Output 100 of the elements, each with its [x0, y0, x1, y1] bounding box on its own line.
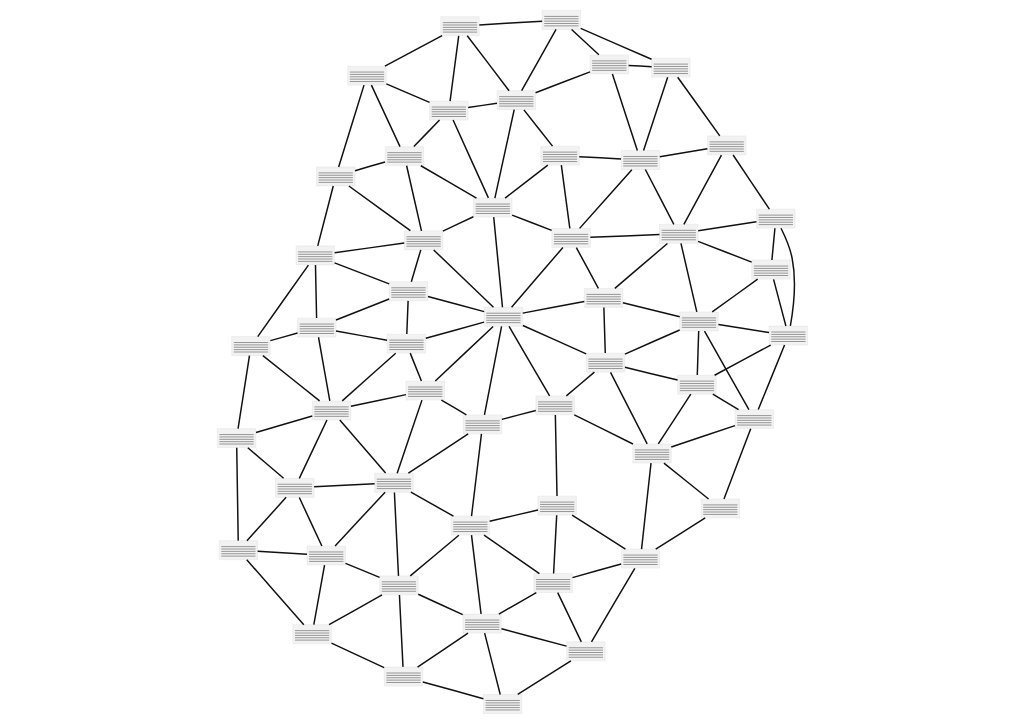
connector	[731, 154, 770, 210]
connector	[256, 550, 308, 556]
connector	[696, 330, 699, 376]
connector	[393, 491, 399, 577]
connector	[395, 399, 423, 474]
connector	[398, 594, 404, 668]
connector	[579, 27, 652, 60]
connector	[330, 642, 385, 669]
connector	[571, 563, 622, 579]
connector	[385, 83, 430, 104]
connector	[578, 168, 633, 230]
connector	[522, 109, 553, 147]
connector	[441, 216, 474, 232]
connector	[466, 102, 498, 109]
connector	[722, 427, 751, 500]
connector	[482, 534, 540, 575]
connector	[623, 366, 678, 381]
connector	[426, 295, 485, 313]
connector	[676, 76, 720, 137]
connector	[347, 185, 411, 232]
connector	[451, 119, 489, 199]
connector	[254, 415, 313, 434]
connector	[314, 264, 317, 319]
connector	[679, 242, 698, 313]
connector	[298, 419, 328, 480]
connector	[644, 168, 675, 226]
connector	[341, 352, 396, 402]
connector	[521, 300, 585, 314]
connector	[478, 20, 543, 26]
connector	[642, 76, 668, 152]
connector	[334, 330, 388, 341]
connector	[621, 301, 680, 318]
connector	[682, 154, 722, 226]
connector	[245, 559, 305, 626]
connector	[497, 591, 537, 615]
connector	[710, 278, 758, 313]
connector	[405, 165, 422, 232]
connector	[261, 354, 320, 402]
connector	[256, 264, 309, 338]
connector	[269, 332, 298, 342]
connector	[492, 216, 503, 308]
connector	[573, 414, 634, 445]
connector	[670, 424, 736, 448]
connector	[432, 249, 494, 308]
connector	[552, 514, 557, 575]
connector	[703, 330, 750, 411]
connector	[493, 108, 515, 199]
connector	[235, 446, 239, 542]
connector	[409, 491, 454, 517]
connector	[640, 462, 652, 550]
connector	[338, 419, 386, 474]
connector	[613, 242, 668, 290]
connector	[327, 594, 383, 626]
connector	[510, 246, 564, 308]
connector	[407, 433, 469, 474]
connector	[711, 393, 739, 411]
connector	[565, 371, 595, 397]
connector	[353, 161, 386, 172]
connector	[757, 344, 785, 411]
connector	[570, 514, 626, 550]
connector	[772, 278, 787, 327]
connector	[520, 28, 557, 92]
connector	[349, 393, 407, 408]
connector	[334, 298, 390, 321]
connector	[236, 354, 250, 430]
connector	[424, 321, 485, 339]
connector	[434, 325, 494, 382]
connector	[516, 660, 572, 696]
connector	[409, 352, 422, 382]
connector	[317, 336, 331, 402]
connector	[654, 517, 706, 550]
connector	[448, 35, 459, 102]
connector	[416, 632, 469, 668]
connector	[507, 325, 550, 397]
connector	[589, 233, 660, 238]
connector	[333, 491, 386, 547]
connector	[713, 344, 771, 376]
connector	[521, 324, 587, 355]
connector	[419, 165, 477, 199]
connector	[488, 509, 539, 522]
connector	[483, 325, 502, 416]
connector	[662, 462, 709, 500]
connector	[590, 567, 636, 643]
connector	[510, 214, 552, 232]
connector	[410, 249, 422, 283]
connector	[556, 591, 582, 643]
connector	[466, 34, 510, 92]
connector	[344, 562, 380, 579]
connector	[246, 446, 284, 479]
connector	[500, 628, 567, 647]
connector	[470, 534, 482, 615]
connector	[383, 34, 443, 67]
connector	[554, 414, 558, 497]
connector	[779, 227, 795, 327]
connector	[611, 73, 638, 152]
connector	[370, 84, 401, 148]
connector	[483, 632, 501, 696]
connector	[245, 496, 287, 542]
connector	[623, 329, 680, 355]
connector	[658, 147, 708, 158]
